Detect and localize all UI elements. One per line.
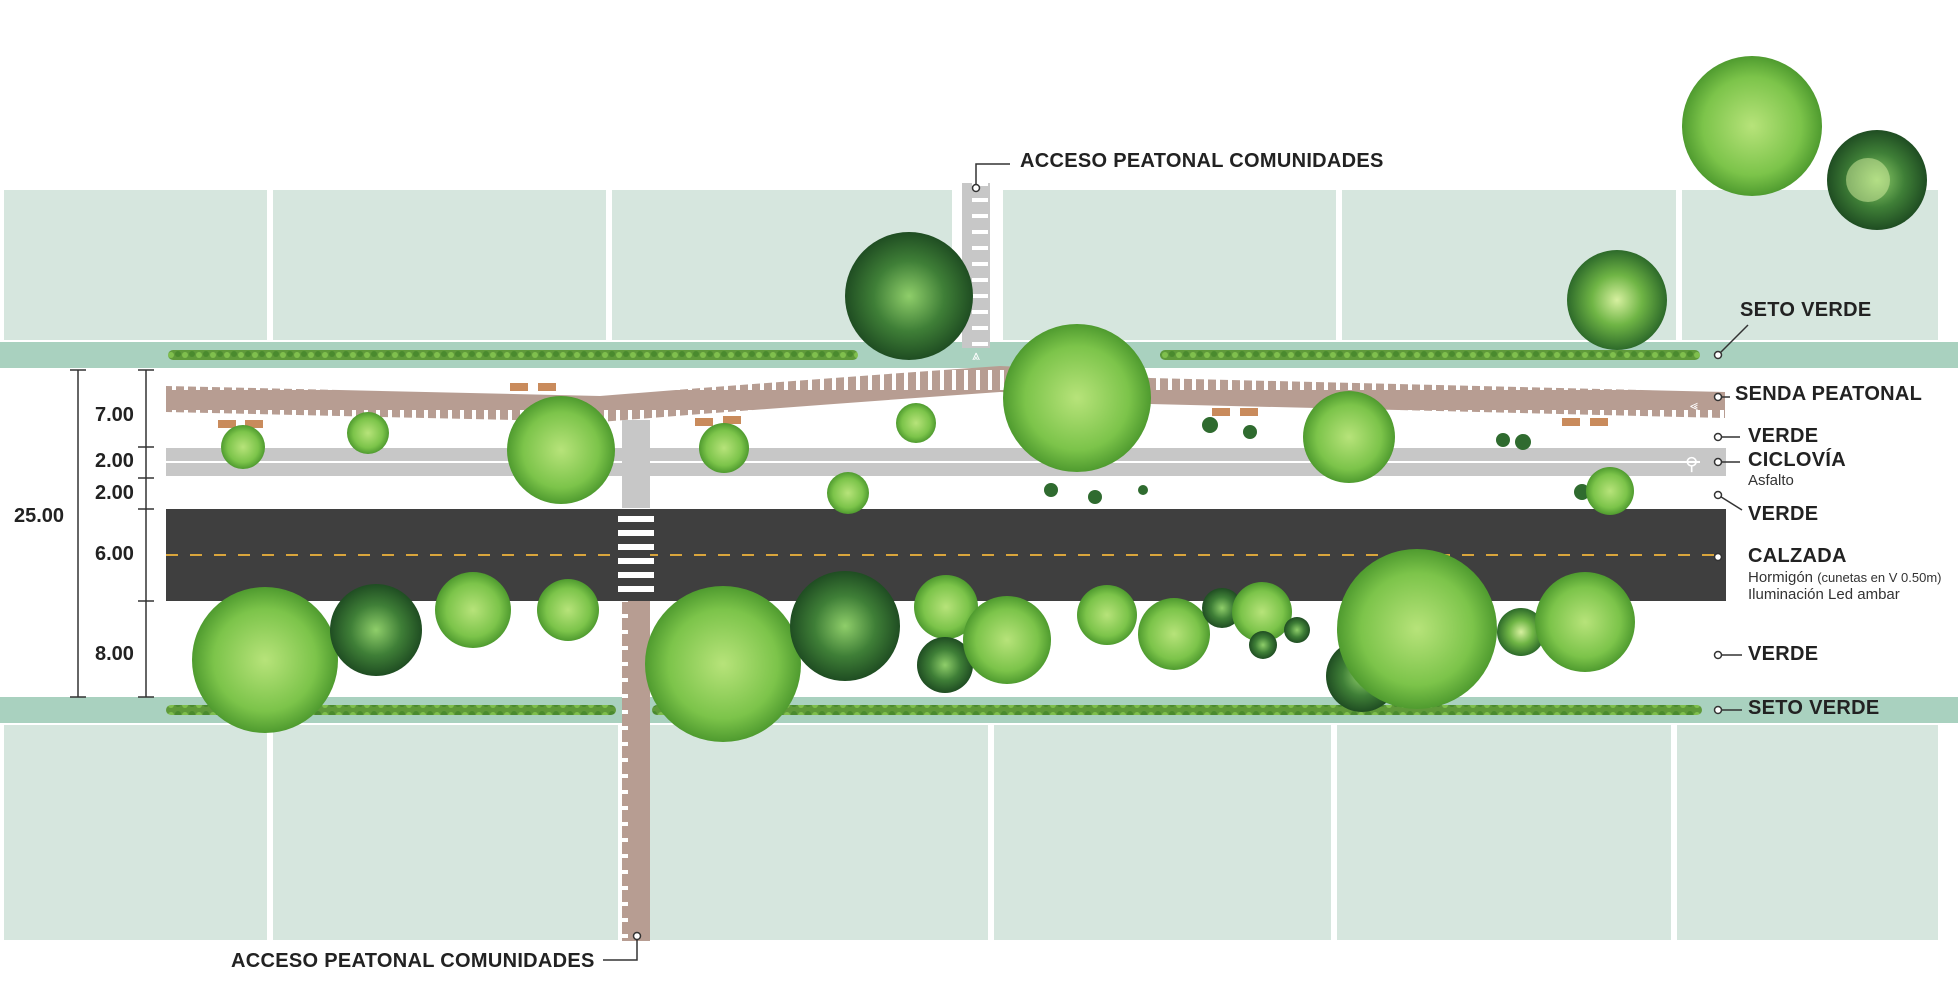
- label-calzada-sub-1-small: (cunetas en V 0.50m): [1817, 570, 1942, 585]
- dim-total: 25.00: [14, 505, 65, 527]
- benches: [218, 383, 1608, 428]
- label-verde-1: VERDE: [1748, 425, 1819, 447]
- dimension-lines: [70, 369, 154, 698]
- svg-text:⩓: ⩓: [972, 348, 980, 364]
- label-senda-peatonal: SENDA PEATONAL: [1735, 383, 1923, 405]
- trees: [192, 56, 1927, 742]
- label-seto-verde-bottom: SETO VERDE: [1748, 697, 1880, 719]
- label-acceso-peatonal-bottom: ACCESO PEATONAL COMUNIDADES: [231, 950, 595, 972]
- svg-text:⚲: ⚲: [1685, 454, 1698, 475]
- svg-text:⪡: ⪡: [1689, 398, 1698, 414]
- hedge-band-south: [0, 697, 1958, 723]
- label-ciclovia-sub: Asfalto: [1748, 472, 1794, 489]
- dim-ciclovia: 2.00: [95, 482, 134, 504]
- pedestrian-crossing: [618, 420, 654, 941]
- label-ciclovia: CICLOVÍA: [1748, 449, 1846, 471]
- dim-verde-sur: 8.00: [95, 643, 134, 665]
- label-verde-3: VERDE: [1748, 643, 1819, 665]
- senda-peatonal: ⪡: [166, 366, 1725, 422]
- dim-calzada: 6.00: [95, 543, 134, 565]
- label-calzada-sub-2: Iluminación Led ambar: [1748, 586, 1900, 603]
- label-seto-verde-top: SETO VERDE: [1740, 299, 1872, 321]
- label-calzada: CALZADA: [1748, 545, 1847, 567]
- label-verde-2: VERDE: [1748, 503, 1819, 525]
- label-acceso-peatonal-top: ACCESO PEATONAL COMUNIDADES: [1020, 150, 1384, 172]
- label-calzada-sub-1: Hormigón (cunetas en V 0.50m): [1748, 569, 1942, 586]
- shrubs: [1044, 417, 1590, 504]
- leader-lines: [603, 163, 1749, 961]
- dim-verde-ciclo: 2.00: [95, 450, 134, 472]
- label-calzada-sub-1-main: Hormigón: [1748, 569, 1818, 586]
- ciclovia: ⚲: [166, 448, 1726, 476]
- lots-south: [4, 725, 1938, 940]
- lots-north: [4, 190, 1938, 340]
- dim-senda: 7.00: [95, 404, 134, 426]
